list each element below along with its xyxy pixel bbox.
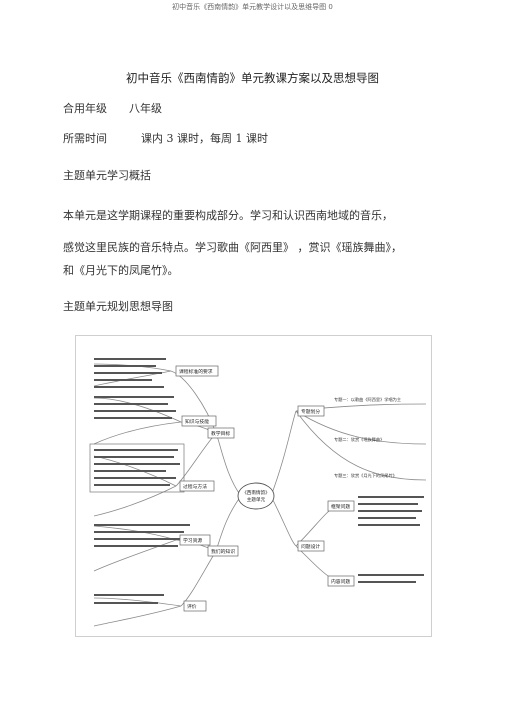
node-our-knowledge: 我们的知识 [211,548,235,555]
topic-item-3: 专题三：欣赏《月光下的凤尾竹》 [334,472,397,479]
node-teaching-goals: 教学目标 [211,430,230,437]
mind-map: 课程标准的要求 知识与技能 过程与方法 教学目标 学习资源 我们的知识 评价 《… [75,335,432,637]
duration-label: 所需时间 [63,132,107,145]
overview-heading: 主题单元学习概括 [63,169,151,182]
topic-item-2: 专题二：欣赏《瑶族舞曲》 [334,436,384,443]
node-question-design: 问题设计 [301,543,320,550]
grade-value: 八年级 [129,102,162,115]
overview-paragraph-line-1: 本单元是这学期课程的重要构成部分。学习和认识西南地域的音乐， [63,209,393,222]
center-node-line-2: 主题单元 [247,496,266,503]
mindmap-heading: 主题单元规划思想导图 [63,300,173,313]
center-node [237,482,275,510]
grade-label: 合用年级 [63,102,107,115]
running-header: 初中音乐《西南情韵》单元教学设计以及思维导图 0 [172,3,333,11]
center-node-line-1: 《西南情韵》 [242,489,270,496]
overview-paragraph-line-2: 感觉这里民族的音乐特点。学习歌曲《阿西里》 ，赏识《瑶族舞曲》， [63,241,402,254]
node-evaluation: 评价 [187,603,197,610]
node-learning-resources: 学习资源 [183,537,202,544]
duration-value: 课内 3 课时，每周 1 课时 [141,132,268,145]
duration-row: 所需时间 课内 3 课时，每周 1 课时 [63,130,268,146]
grade-row: 合用年级 八年级 [63,100,162,116]
node-knowledge-skills: 知识与技能 [185,418,209,425]
overview-paragraph-line-3: 和《月光下的凤尾竹》。 [63,264,179,277]
topic-item-1: 专题一：以歌曲《阿西里》学唱为主 [334,396,401,403]
page-title: 初中音乐《西南情韵》单元教课方案以及思想导图 [126,71,379,85]
node-curriculum-standard: 课程标准的要求 [179,368,213,375]
node-topic-division: 专题划分 [301,408,320,415]
node-content-questions: 内容问题 [331,578,350,585]
node-process-methods: 过程与方法 [183,483,207,490]
mind-map-svg: 课程标准的要求 知识与技能 过程与方法 教学目标 学习资源 我们的知识 评价 《… [89,358,427,627]
node-framework-questions: 框架问题 [331,503,350,510]
